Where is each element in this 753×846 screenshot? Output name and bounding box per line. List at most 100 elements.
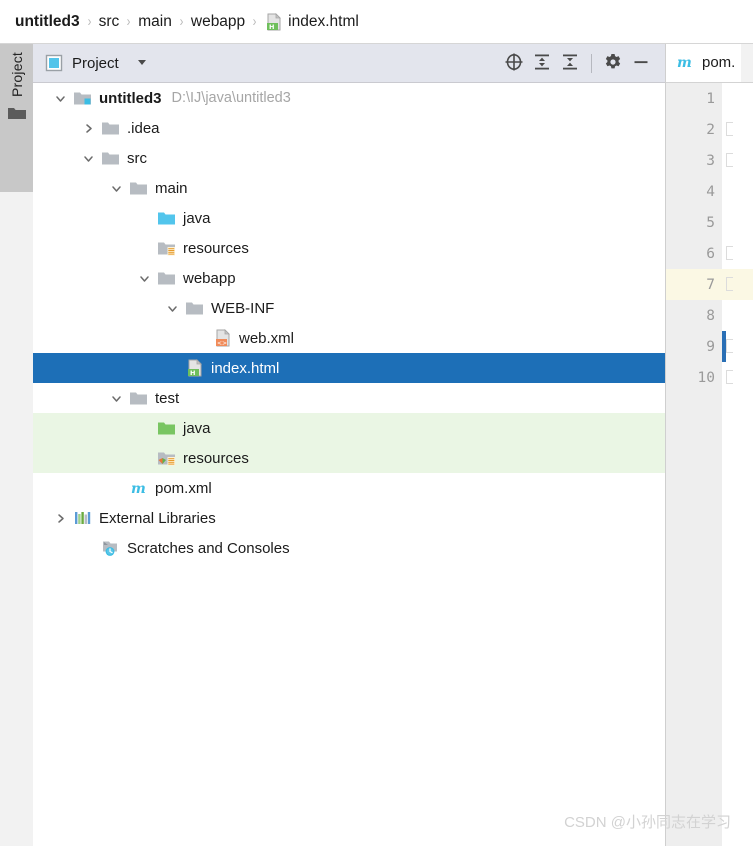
breadcrumb-separator: › (252, 13, 257, 30)
line-number: 9 (706, 338, 715, 355)
tree-row[interactable]: untitled3 D:\IJ\java\untitled3 (33, 83, 665, 113)
tree-row[interactable]: test (33, 383, 665, 413)
tree-node-label: web.xml (239, 329, 295, 347)
tree-row[interactable]: src (33, 143, 665, 173)
html-file-icon: H (264, 12, 284, 32)
project-tool-window-title: Project (72, 54, 119, 72)
tree-node-label: test (155, 389, 180, 407)
tree-node-path: D:\IJ\java\untitled3 (171, 90, 291, 106)
tree-row[interactable]: Scratches and Consoles (33, 533, 665, 563)
tree-toggle-expanded[interactable] (47, 92, 73, 105)
tree-row[interactable]: resources (33, 233, 665, 263)
gear-icon (603, 52, 623, 75)
folder-icon (7, 105, 27, 124)
tree-row[interactable]: main (33, 173, 665, 203)
collapse-all-button[interactable] (556, 49, 584, 77)
project-root-folder-icon (73, 90, 95, 107)
folder-icon (185, 300, 207, 317)
tree-toggle-expanded[interactable] (103, 392, 129, 405)
editor-tab-pom-xml[interactable]: m pom. (666, 44, 742, 82)
tree-row[interactable]: .idea (33, 113, 665, 143)
code-fold-marker[interactable] (726, 153, 733, 167)
tree-toggle-expanded[interactable] (103, 182, 129, 195)
tree-row[interactable]: External Libraries (33, 503, 665, 533)
tree-row[interactable]: java (33, 203, 665, 233)
svg-text:m: m (131, 481, 146, 497)
code-fold-marker[interactable] (726, 277, 733, 291)
svg-text:<>: <> (217, 340, 227, 347)
tree-toggle-expanded[interactable] (75, 152, 101, 165)
breadcrumb-item-src[interactable]: src (98, 12, 120, 30)
tree-row[interactable]: java (33, 413, 665, 443)
editor-code-area[interactable] (722, 83, 753, 846)
project-tool-window: Project (33, 44, 666, 846)
tree-row[interactable]: m pom.xml (33, 473, 665, 503)
tree-toggle-collapsed[interactable] (75, 122, 101, 135)
code-line-current (722, 269, 753, 300)
tree-node-label: main (155, 179, 188, 197)
editor-tab-label: pom. (702, 53, 736, 71)
tree-toggle-expanded[interactable] (131, 272, 157, 285)
tree-node-label: External Libraries (99, 509, 216, 527)
code-line (722, 83, 753, 114)
maven-file-icon: m (675, 52, 695, 72)
line-number: 5 (706, 214, 715, 231)
breadcrumb-item-webapp[interactable]: webapp (190, 12, 246, 30)
tree-toggle-collapsed[interactable] (47, 512, 73, 525)
maven-file-icon: m (129, 478, 151, 498)
tree-node-label: untitled3 (99, 89, 162, 107)
tree-row-selected-index-html[interactable]: H index.html (33, 353, 665, 383)
code-fold-marker[interactable] (726, 122, 733, 136)
expand-all-button[interactable] (528, 49, 556, 77)
line-number: 4 (706, 183, 715, 200)
code-fold-marker[interactable] (726, 246, 733, 260)
folder-icon (157, 270, 179, 287)
tree-node-label: src (127, 149, 147, 167)
collapse-all-icon (560, 52, 580, 75)
code-line (722, 114, 753, 145)
editor-tab-bar: m pom. (666, 44, 753, 83)
scroll-from-source-button[interactable] (500, 49, 528, 77)
breadcrumb-file-label: index.html (288, 12, 359, 30)
chevron-down-icon[interactable] (135, 55, 149, 72)
code-fold-marker[interactable] (726, 370, 733, 384)
editor-gutter[interactable]: 1 2 3 4 5 6 7 8 9 10 (666, 83, 722, 846)
breadcrumb-separator: › (87, 13, 91, 30)
tree-node-label: resources (183, 239, 249, 257)
code-line (722, 331, 753, 362)
settings-button[interactable] (599, 49, 627, 77)
project-view-icon (45, 54, 63, 72)
line-number: 1 (706, 90, 715, 107)
line-number-current: 7 (666, 269, 722, 300)
code-line (722, 238, 753, 269)
editor-caret-stripe (722, 331, 726, 362)
tree-node-label: index.html (211, 359, 280, 377)
project-toolbar: Project (33, 44, 665, 83)
folder-icon (129, 180, 151, 197)
tree-toggle-expanded[interactable] (159, 302, 185, 315)
breadcrumb-separator: › (179, 13, 184, 30)
tree-node-label: .idea (127, 119, 160, 137)
svg-text:H: H (269, 23, 274, 31)
tree-row[interactable]: resources (33, 443, 665, 473)
tool-window-strip-left: Project (0, 44, 33, 846)
source-root-folder-icon (157, 210, 179, 227)
tree-row[interactable]: webapp (33, 263, 665, 293)
tree-node-label: resources (183, 449, 249, 467)
line-number: 8 (706, 307, 715, 324)
xml-file-icon: <> (213, 328, 235, 348)
line-number: 10 (697, 369, 715, 386)
tree-row[interactable]: WEB-INF (33, 293, 665, 323)
code-line (722, 300, 753, 331)
breadcrumb-item-untitled3[interactable]: untitled3 (15, 12, 80, 30)
editor-body[interactable]: 1 2 3 4 5 6 7 8 9 10 (666, 83, 753, 846)
project-tree[interactable]: untitled3 D:\IJ\java\untitled3 .idea (33, 83, 665, 846)
breadcrumb-item-main[interactable]: main (138, 12, 172, 30)
code-fold-marker[interactable] (726, 339, 733, 353)
tool-window-button-project[interactable]: Project (0, 44, 33, 192)
crosshair-target-icon (504, 52, 524, 75)
hide-button[interactable] (627, 49, 655, 77)
tree-node-label: webapp (183, 269, 236, 287)
breadcrumb-item-index-html[interactable]: H index.html (264, 12, 359, 32)
tree-row[interactable]: <> web.xml (33, 323, 665, 353)
